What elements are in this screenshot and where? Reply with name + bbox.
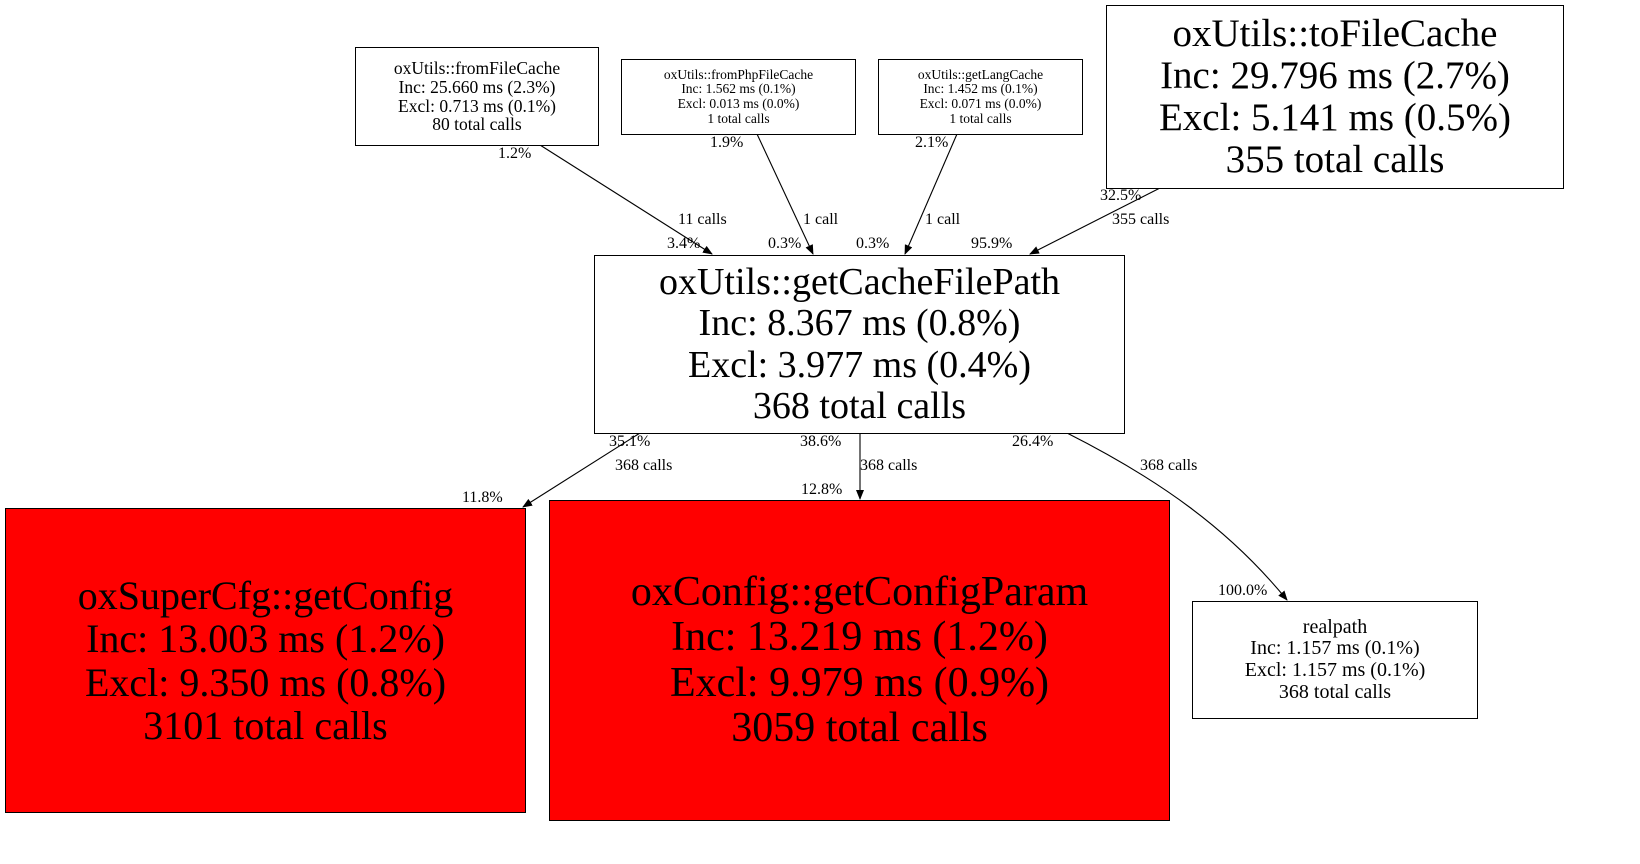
node-calls: 1 total calls: [707, 110, 770, 126]
node-inc: Inc: 8.367 ms (0.8%): [698, 302, 1021, 345]
node-inc: Inc: 1.562 ms (0.1%): [681, 81, 796, 97]
node-getLangCache[interactable]: oxUtils::getLangCache Inc: 1.452 ms (0.1…: [878, 59, 1083, 135]
edge-toFileCache: [1029, 187, 1161, 255]
edge-calls-label: 1 call: [803, 211, 839, 228]
node-realpath[interactable]: realpath Inc: 1.157 ms (0.1%) Excl: 1.15…: [1192, 601, 1478, 719]
node-calls: 1 total calls: [949, 110, 1012, 126]
node-excl: Excl: 1.157 ms (0.1%): [1244, 659, 1426, 681]
edge-tail-label: 26.4%: [1012, 433, 1054, 450]
node-getConfigParam[interactable]: oxConfig::getConfigParam Inc: 13.219 ms …: [549, 500, 1170, 821]
edge-calls-label: 368 calls: [1140, 457, 1198, 474]
edge-head-label: 0.3%: [768, 235, 802, 252]
edge-head-label: 95.9%: [971, 235, 1013, 252]
node-toFileCache[interactable]: oxUtils::toFileCache Inc: 29.796 ms (2.7…: [1106, 5, 1564, 189]
edge-tail-label: 35.1%: [609, 433, 651, 450]
node-calls: 3101 total calls: [143, 702, 388, 748]
node-calls: 368 total calls: [1278, 680, 1392, 703]
node-excl: Excl: 0.713 ms (0.1%): [398, 95, 556, 116]
edge-head-label: 12.8%: [801, 481, 843, 498]
node-calls: 355 total calls: [1225, 138, 1445, 182]
edge-head-label: 0.3%: [856, 235, 890, 252]
node-excl: Excl: 9.350 ms (0.8%): [84, 659, 447, 705]
edge-calls-label: 355 calls: [1112, 211, 1170, 228]
node-getConfig[interactable]: oxSuperCfg::getConfig Inc: 13.003 ms (1.…: [5, 508, 526, 813]
edge-calls-label: 368 calls: [615, 457, 673, 474]
edge-calls-label: 1 call: [925, 211, 961, 228]
edge-calls-label: 368 calls: [860, 457, 918, 474]
node-name: oxUtils::getLangCache: [917, 66, 1044, 82]
node-inc: Inc: 1.157 ms (0.1%): [1250, 637, 1420, 660]
node-calls: 80 total calls: [432, 114, 522, 135]
edge-fromFileCache: [539, 144, 713, 255]
edge-fromPhpFileCache: [756, 133, 814, 255]
node-name: realpath: [1302, 615, 1368, 638]
node-fromFileCache[interactable]: oxUtils::fromFileCache Inc: 25.660 ms (2…: [355, 47, 599, 146]
node-excl: Excl: 5.141 ms (0.5%): [1158, 96, 1512, 139]
edge-tail-label: 2.1%: [915, 134, 949, 151]
node-inc: Inc: 29.796 ms (2.7%): [1160, 53, 1510, 97]
edge-tail-label: 32.5%: [1100, 187, 1142, 204]
node-inc: Inc: 1.452 ms (0.1%): [923, 81, 1038, 97]
node-name: oxConfig::getConfigParam: [630, 568, 1089, 615]
edge-tail-label: 38.6%: [800, 433, 842, 450]
node-excl: Excl: 9.979 ms (0.9%): [669, 659, 1050, 706]
node-name: oxSuperCfg::getConfig: [77, 573, 454, 619]
node-name: oxUtils::fromFileCache: [393, 57, 561, 78]
node-name: oxUtils::toFileCache: [1172, 11, 1498, 55]
node-calls: 3059 total calls: [731, 704, 988, 751]
node-excl: Excl: 0.013 ms (0.0%): [677, 96, 800, 111]
node-calls: 368 total calls: [752, 384, 967, 427]
edge-realpath: [1066, 432, 1288, 601]
edge-getLangCache: [904, 133, 958, 255]
edge-head-label: 100.0%: [1218, 582, 1268, 599]
node-fromPhpFileCache[interactable]: oxUtils::fromPhpFileCache Inc: 1.562 ms …: [621, 59, 856, 135]
edge-getConfig: [522, 432, 641, 508]
edge-head-label: 11.8%: [462, 489, 503, 506]
edge-head-label: 3.4%: [667, 235, 701, 252]
node-inc: Inc: 13.219 ms (1.2%): [671, 614, 1048, 661]
node-getCacheFilePath[interactable]: oxUtils::getCacheFilePath Inc: 8.367 ms …: [594, 255, 1125, 434]
node-name: oxUtils::fromPhpFileCache: [663, 66, 814, 82]
node-excl: Excl: 0.071 ms (0.0%): [919, 96, 1042, 111]
node-inc: Inc: 25.660 ms (2.3%): [398, 76, 556, 97]
node-excl: Excl: 3.977 ms (0.4%): [687, 343, 1031, 386]
node-inc: Inc: 13.003 ms (1.2%): [86, 616, 445, 662]
edge-tail-label: 1.2%: [498, 145, 532, 162]
edge-tail-label: 1.9%: [710, 134, 744, 151]
node-name: oxUtils::getCacheFilePath: [658, 261, 1061, 304]
edge-calls-label: 11 calls: [678, 211, 727, 228]
